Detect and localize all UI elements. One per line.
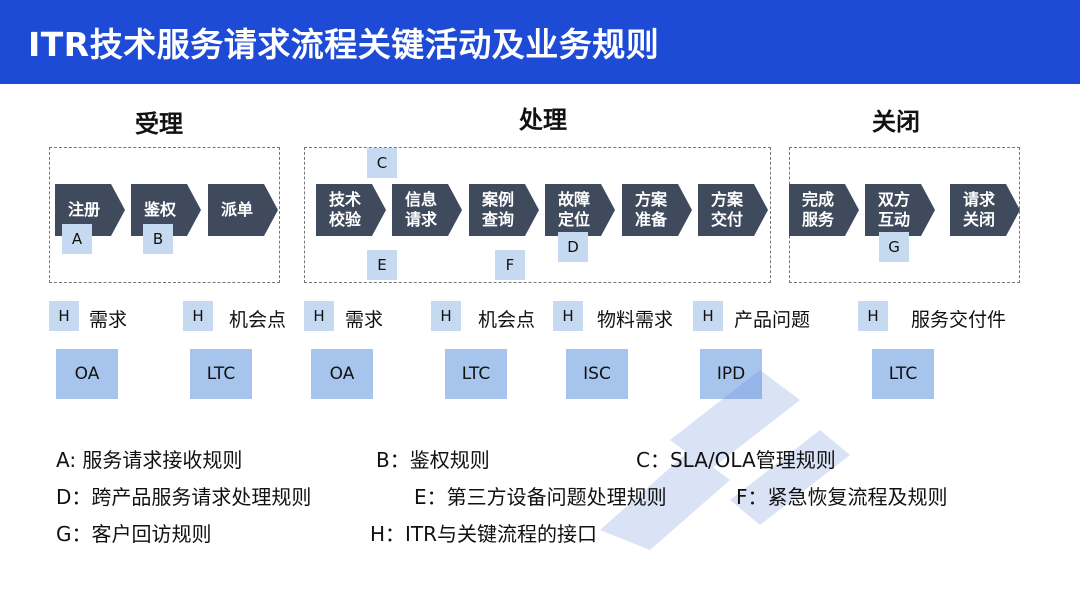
step-dispatch: 派单 <box>208 184 278 236</box>
step-solution-prepare: 方案 准备 <box>622 184 692 236</box>
interface-tag: H <box>183 301 213 331</box>
phase-title-accept: 受理 <box>135 110 183 138</box>
step-solution-deliver: 方案 交付 <box>698 184 768 236</box>
system-box: LTC <box>445 349 507 399</box>
interface-tag: H <box>49 301 79 331</box>
system-box: ISC <box>566 349 628 399</box>
tag-f: F <box>495 250 525 280</box>
interface-label: 机会点 <box>229 309 287 331</box>
interface-label: 产品问题 <box>734 309 811 331</box>
rule-a: A: 服务请求接收规则 <box>56 448 243 472</box>
phase-title-close: 关闭 <box>872 108 920 136</box>
system-box: LTC <box>190 349 252 399</box>
rule-e: E：第三方设备问题处理规则 <box>414 485 667 509</box>
interface-tag: H <box>693 301 723 331</box>
interface-label: 需求 <box>345 309 384 331</box>
rule-f: F：紧急恢复流程及规则 <box>736 485 948 509</box>
step-mutual-interaction: 双方 互动 <box>865 184 935 236</box>
step-fault-locate: 故障 定位 <box>545 184 615 236</box>
phase-box-handle <box>304 147 771 283</box>
step-case-query: 案例 查询 <box>469 184 539 236</box>
interface-tag: H <box>431 301 461 331</box>
system-box: IPD <box>700 349 762 399</box>
interface-tag: H <box>304 301 334 331</box>
tag-b: B <box>143 224 173 254</box>
rule-b: B：鉴权规则 <box>376 448 490 472</box>
interface-label: 服务交付件 <box>911 309 1007 331</box>
step-info-request: 信息 请求 <box>392 184 462 236</box>
title-bar: ITR技术服务请求流程关键活动及业务规则 <box>0 0 1080 84</box>
interface-label: 机会点 <box>478 309 536 331</box>
step-authenticate: 鉴权 <box>131 184 201 236</box>
tag-d: D <box>558 232 588 262</box>
system-box: OA <box>56 349 118 399</box>
interface-tag: H <box>553 301 583 331</box>
interface-label: 物料需求 <box>597 309 674 331</box>
interface-tag: H <box>858 301 888 331</box>
rule-c: C：SLA/OLA管理规则 <box>636 448 836 472</box>
phase-box-accept <box>49 147 280 283</box>
step-request-close: 请求 关闭 <box>950 184 1020 236</box>
rule-g: G：客户回访规则 <box>56 522 212 546</box>
step-complete-service: 完成 服务 <box>789 184 859 236</box>
page-title: ITR技术服务请求流程关键活动及业务规则 <box>28 25 660 64</box>
tag-g: G <box>879 232 909 262</box>
step-tech-check: 技术 校验 <box>316 184 386 236</box>
system-box: OA <box>311 349 373 399</box>
phase-title-handle: 处理 <box>519 106 567 134</box>
interface-label: 需求 <box>89 309 128 331</box>
system-box: LTC <box>872 349 934 399</box>
tag-e: E <box>367 250 397 280</box>
rule-d: D：跨产品服务请求处理规则 <box>56 485 312 509</box>
rule-h: H：ITR与关键流程的接口 <box>370 522 598 546</box>
tag-c: C <box>367 148 397 178</box>
tag-a: A <box>62 224 92 254</box>
